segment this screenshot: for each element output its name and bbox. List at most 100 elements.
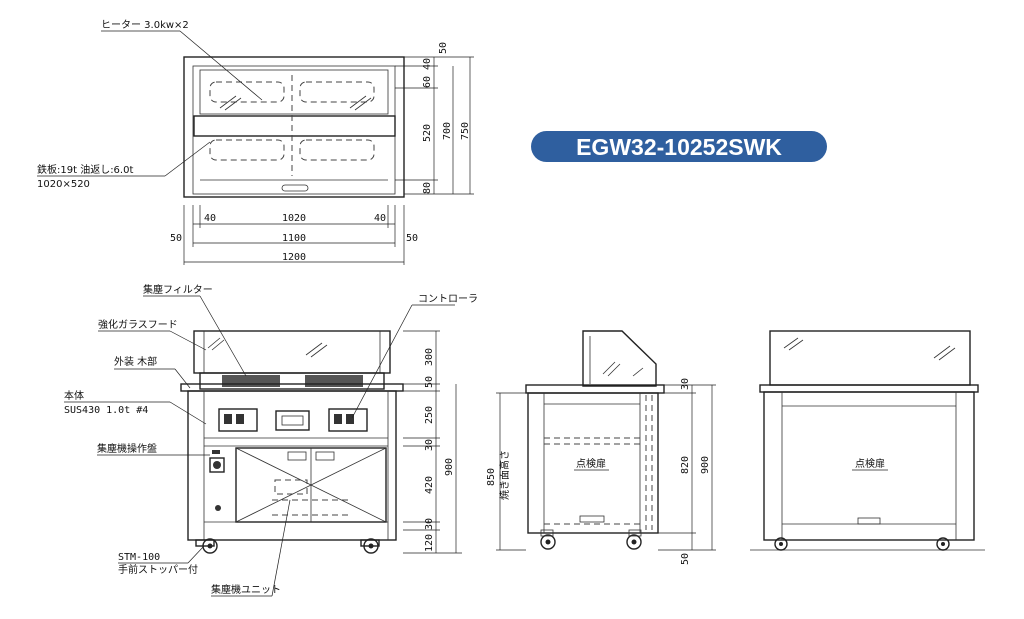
label-body-material: SUS430 1.0t #4 — [64, 405, 148, 416]
back-caster-left-icon — [774, 537, 788, 551]
back-counter-top — [759, 384, 979, 393]
dim-top-1020: 1020 — [282, 213, 306, 224]
dim-right-60: 60 — [422, 76, 433, 88]
side-caster-stem — [540, 529, 554, 537]
center-plate-inner — [281, 415, 304, 426]
controller-left — [218, 408, 258, 432]
dim-front-30-b: 30 — [424, 518, 435, 530]
caster-hub — [207, 543, 213, 549]
dim-top-1100: 1100 — [282, 233, 306, 244]
griddle-size-label: 1020×520 — [37, 179, 90, 190]
center-plate — [275, 410, 310, 431]
filter-right — [305, 375, 363, 387]
controller-left-display — [224, 414, 232, 424]
dim-side-50: 50 — [680, 553, 691, 565]
heater-right-upper — [299, 81, 375, 103]
label-caster-note: 手前ストッパー付 — [118, 563, 198, 576]
label-glass-hood-leader — [169, 330, 207, 351]
filter-band — [199, 372, 385, 390]
door-diagonal — [235, 484, 312, 523]
back-hood — [769, 330, 971, 386]
side-caster-hub — [545, 539, 551, 545]
top-view-inner — [192, 65, 396, 195]
dust-unit-filter — [274, 479, 308, 495]
controller-right-display — [334, 414, 342, 424]
dim-front-120: 120 — [424, 534, 435, 552]
heater-leader — [179, 30, 263, 101]
griddle-leader — [164, 141, 211, 177]
dim-front-250: 250 — [424, 406, 435, 424]
side-caster-left-icon — [540, 534, 556, 550]
label-caster-model: STM-100 — [118, 552, 160, 563]
side-view: 点検扉 850 焼き面高さ 30 820 50 900 — [486, 330, 716, 565]
door-diagonal — [310, 484, 387, 523]
dim-side-900: 900 — [700, 456, 711, 474]
back-caster-right-icon — [936, 537, 950, 551]
dim-right-700: 700 — [442, 122, 453, 140]
heater-right-lower — [299, 139, 375, 161]
glass-hatch — [211, 339, 225, 351]
glass-hatch — [783, 337, 799, 349]
top-view-outer — [183, 56, 405, 198]
dim-front-50: 50 — [424, 376, 435, 388]
dim-top-50-left: 50 — [170, 233, 182, 244]
back-caster-hub — [779, 542, 783, 546]
front-body — [187, 390, 397, 541]
panel-lamp-icon — [215, 505, 221, 511]
door-diagonal — [235, 447, 312, 486]
glass-hatch — [310, 344, 328, 358]
heater-label: ヒーター 3.0kw×2 — [101, 19, 189, 31]
label-glass-hood: 強化ガラスフード — [98, 318, 178, 331]
dim-side-820: 820 — [680, 456, 691, 474]
panel-knob-icon — [213, 461, 221, 469]
glass-hatch — [788, 339, 804, 351]
dim-right-40: 40 — [422, 58, 433, 70]
side-caster-right-icon — [626, 534, 642, 550]
heater-left-lower — [209, 139, 285, 161]
door-handle-right — [315, 451, 335, 461]
glass-hatch — [632, 367, 644, 377]
glass-hatch — [219, 95, 237, 109]
glass-hatch — [207, 337, 221, 349]
label-filter: 集塵フィルター — [143, 283, 213, 296]
dim-top-40-left: 40 — [204, 213, 216, 224]
side-body — [527, 392, 659, 534]
dim-top-1200: 1200 — [282, 252, 306, 263]
dim-side-850: 850 — [486, 468, 497, 486]
dim-top-40-right: 40 — [374, 213, 386, 224]
side-caster-hub — [631, 539, 637, 545]
dim-front-420: 420 — [424, 476, 435, 494]
dim-right-50: 50 — [438, 42, 449, 54]
glass-hatch — [305, 342, 323, 356]
glass-hatch — [938, 347, 956, 361]
heater-left-upper — [209, 81, 285, 103]
top-view-hood — [199, 69, 389, 115]
dim-top-50-right: 50 — [406, 233, 418, 244]
side-door-handle — [579, 515, 605, 523]
glass-hatch — [607, 363, 621, 377]
label-control-panel: 集塵機操作盤 — [97, 442, 157, 455]
panel-indicator — [212, 450, 220, 454]
controller-right — [328, 408, 368, 432]
caster-left-icon — [202, 538, 218, 554]
griddle-label: 鉄板:19t 油返し:6.0t — [37, 163, 133, 176]
glass-hatch — [224, 97, 242, 111]
dim-front-300: 300 — [424, 348, 435, 366]
label-exterior: 外装 木部 — [114, 355, 157, 368]
glass-hatch — [602, 361, 616, 375]
side-door-label: 点検扉 — [576, 457, 606, 470]
label-dust-unit-leader — [271, 499, 291, 597]
label-filter-leader — [199, 295, 247, 377]
label-exterior-leader — [174, 368, 191, 389]
dim-right-520: 520 — [422, 124, 433, 142]
glass-hatch — [933, 345, 951, 359]
panel-switch — [209, 457, 225, 473]
back-body — [763, 391, 975, 541]
filter-left — [222, 375, 280, 387]
model-badge: EGW32-10252SWK — [531, 131, 827, 162]
dim-side-height-caption: 焼き面高さ — [498, 450, 511, 500]
drain-handle-icon — [281, 184, 309, 192]
caster-plate — [195, 539, 215, 547]
label-dust-unit: 集塵機ユニット — [211, 583, 281, 596]
side-caster-stem — [628, 529, 642, 537]
